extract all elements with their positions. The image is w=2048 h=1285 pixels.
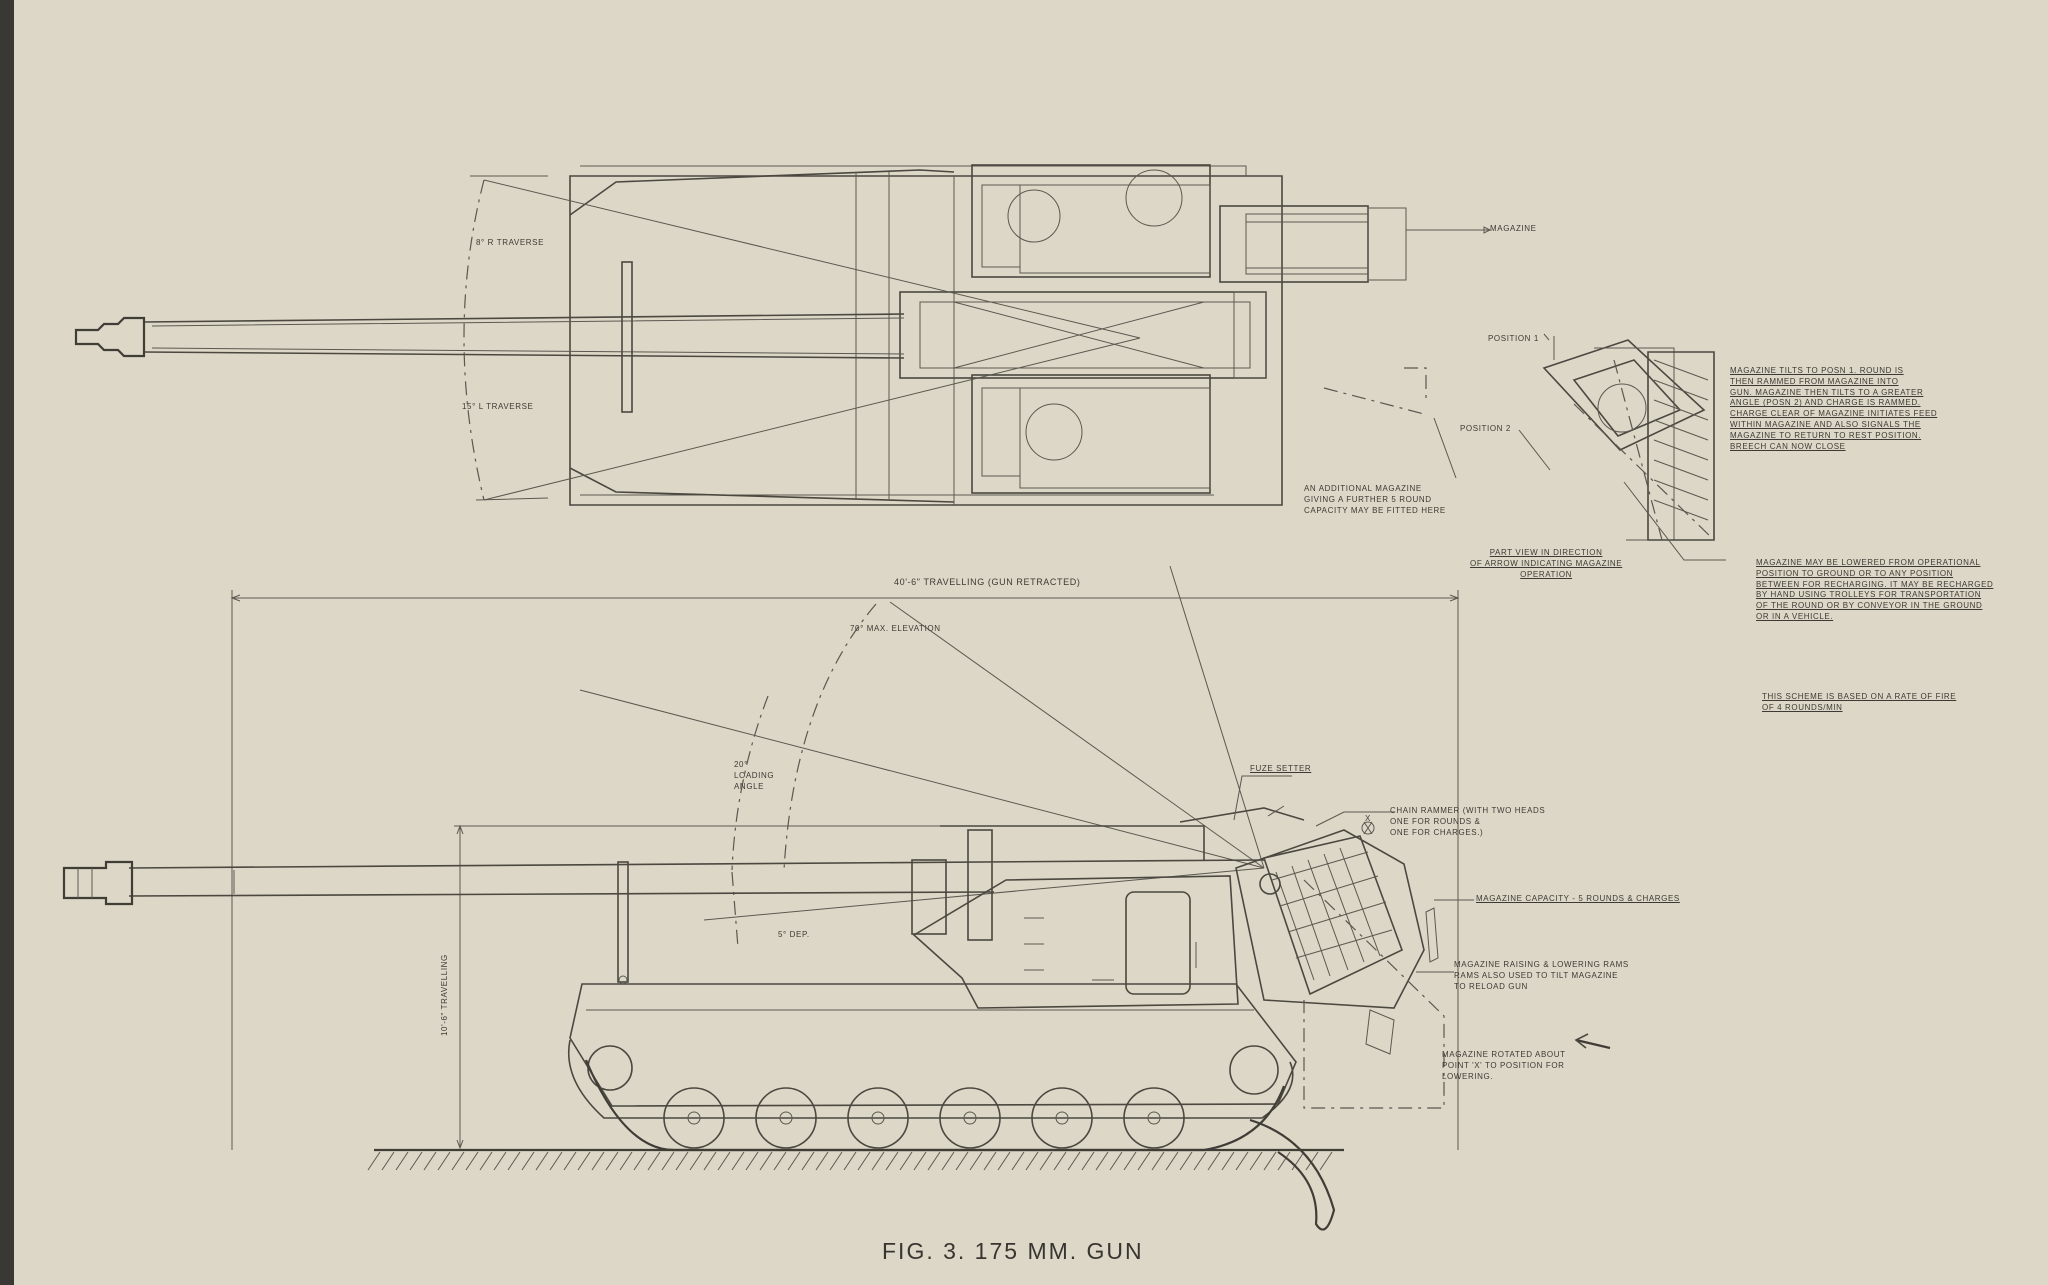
depression-label: 5° DEP. [778,930,810,939]
magazine-rotated-label: MAGAZINE ROTATED ABOUT POINT 'X' TO POSI… [1442,1050,1566,1081]
road-wheels [587,1045,1279,1149]
side-view [62,565,1611,1231]
figure-caption: FIG. 3. 175 MM. GUN [882,1238,1144,1264]
additional-magazine-note: AN ADDITIONAL MAGAZINE GIVING A FURTHER … [1304,484,1446,515]
fuze-setter-label: FUZE SETTER [1250,764,1312,773]
technical-drawing [62,164,1726,1231]
length-dimension-label: 40'-6" TRAVELLING (GUN RETRACTED) [894,577,1081,587]
position-1-label: POSITION 1 [1488,334,1539,343]
magazine-rams-label: MAGAZINE RAISING & LOWERING RAMS RAMS AL… [1454,960,1629,991]
point-x-label: X [1365,814,1371,823]
magazine-tilt-note: MAGAZINE TILTS TO POSN 1. ROUND IS THEN … [1730,366,1938,451]
traverse-right-label: 8° R TRAVERSE [476,238,545,247]
chain-rammer-label: CHAIN RAMMER (WITH TWO HEADS ONE FOR ROU… [1390,806,1546,837]
position-2-label: POSITION 2 [1460,424,1511,433]
max-elevation-label: 70° MAX. ELEVATION [850,624,941,633]
rate-of-fire-note: THIS SCHEME IS BASED ON A RATE OF FIRE O… [1762,692,1957,712]
magazine-side [1235,821,1445,1109]
part-view-magazine [1518,333,1726,561]
height-dimension-label: 10'-6" TRAVELLING [440,954,449,1036]
plan-view [74,164,1492,506]
magazine-label: MAGAZINE [1490,224,1537,233]
magazine-capacity-label: MAGAZINE CAPACITY - 5 ROUNDS & CHARGES [1476,894,1680,903]
magazine-lowering-note: MAGAZINE MAY BE LOWERED FROM OPERATIONAL… [1756,558,1994,621]
drawing-sheet: 8° R TRAVERSE 15° L TRAVERSE MAGAZINE AN… [14,0,2048,1285]
traverse-left-label: 15° L TRAVERSE [462,402,534,411]
loading-angle-label: 20° LOADING ANGLE [734,760,775,791]
part-view-caption: PART VIEW IN DIRECTION OF ARROW INDICATI… [1470,548,1623,579]
